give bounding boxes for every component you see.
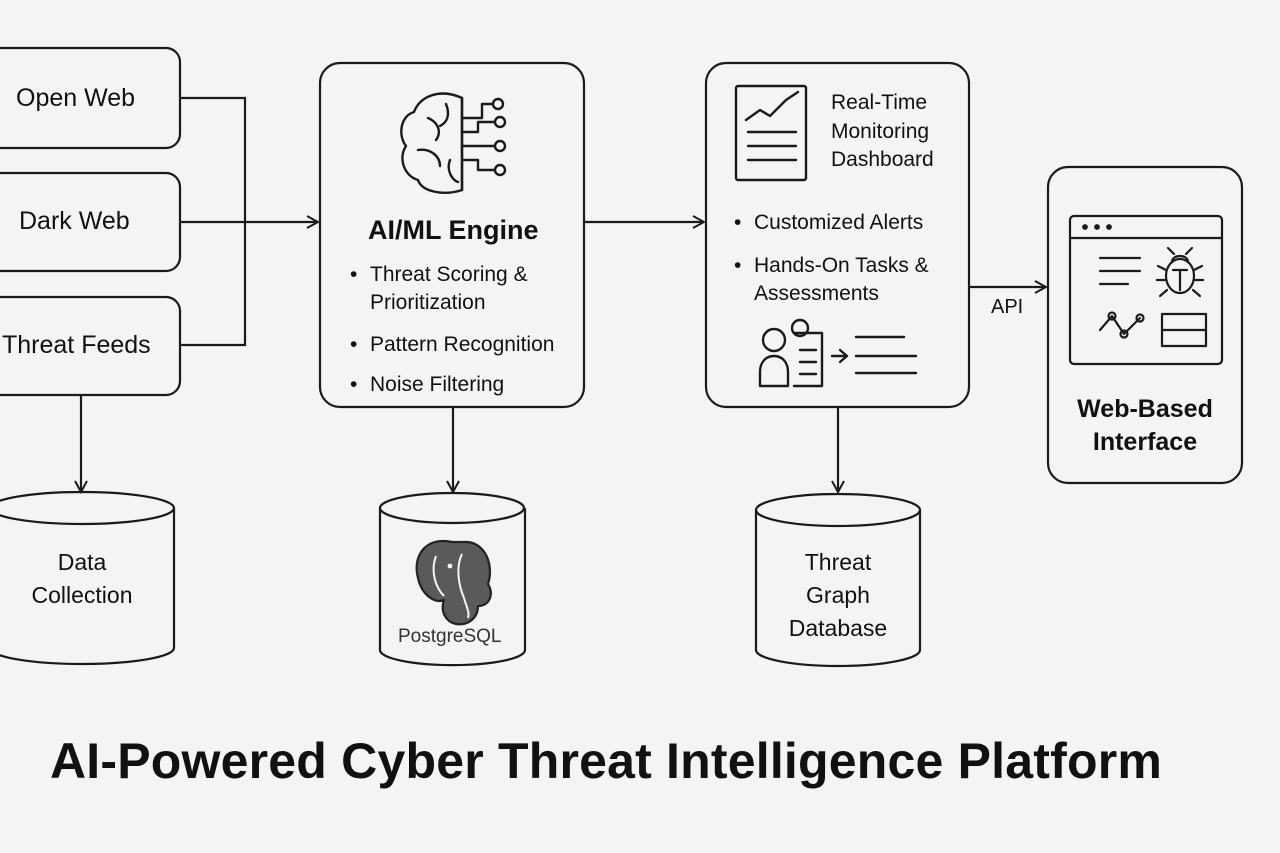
postgresql-cylinder — [378, 491, 527, 667]
web-interface-box — [1046, 165, 1244, 485]
engine-bullet-pattern-recognition: Pattern Recognition — [350, 331, 555, 359]
dark-web-label: Dark Web — [19, 207, 130, 235]
diagram-title: AI-Powered Cyber Threat Intelligence Pla… — [50, 733, 1163, 789]
graph-database-cylinder — [754, 492, 922, 668]
postgresql-label: PostgreSQL — [398, 626, 502, 647]
api-label: API — [991, 296, 1024, 318]
dashboard-title: Real-Time Monitoring Dashboard — [831, 91, 934, 171]
dashboard-bullet-hands-on-tasks: Hands-On Tasks & — [734, 252, 929, 280]
data-collection-cylinder — [0, 490, 176, 666]
engine-title: AI/ML Engine — [368, 215, 539, 245]
dashboard-bullet-continuation: Assessments — [754, 282, 879, 305]
engine-bullet-threat-scoring: Threat Scoring & — [350, 261, 528, 289]
browser-window-icon — [1068, 214, 1224, 366]
bug-icon — [1155, 246, 1205, 298]
brain-circuit-icon — [400, 92, 507, 194]
open-web-label: Open Web — [16, 84, 136, 112]
graph-database-label: Threat Graph Database — [788, 549, 888, 641]
chart-document-icon — [734, 84, 808, 182]
engine-bullet-continuation: Prioritization — [370, 291, 486, 314]
engine-bullet-noise-filtering: Noise Filtering — [350, 371, 504, 399]
web-interface-label: Web-Based Interface — [1077, 395, 1213, 456]
user-checklist-icon — [758, 318, 918, 388]
threat-feeds-label: Threat Feeds — [2, 331, 151, 359]
dashboard-bullet-custom-alerts: Customized Alerts — [734, 209, 923, 237]
data-collection-label: Data Collection — [31, 549, 133, 608]
postgresql-elephant-icon — [415, 539, 492, 626]
